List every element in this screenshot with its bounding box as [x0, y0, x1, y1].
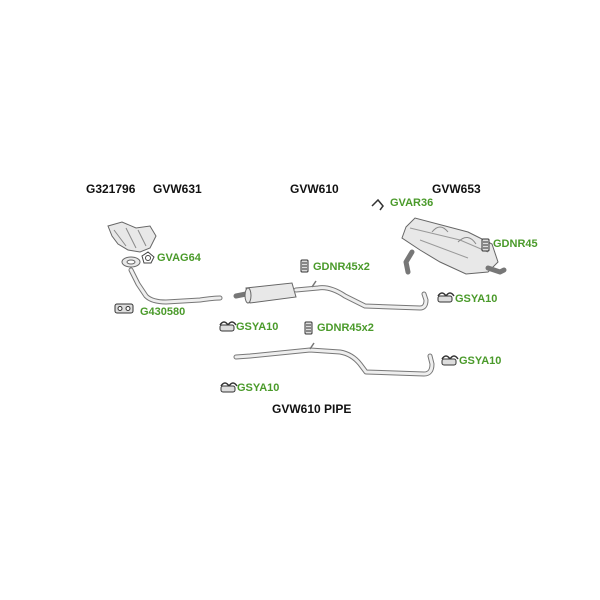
clamp-icon[interactable] [219, 321, 237, 332]
clamp-icon[interactable] [114, 303, 134, 314]
part-label-g321796[interactable]: G321796 [86, 182, 136, 196]
part-label-gvw653[interactable]: GVW653 [432, 182, 481, 196]
clamp-icon[interactable] [220, 382, 238, 393]
middle-silencer-drawing[interactable] [233, 280, 429, 311]
manifold-drawing[interactable] [107, 221, 157, 253]
accessory-label-gsya10[interactable]: GSYA10 [459, 355, 501, 367]
rear-silencer-drawing[interactable] [401, 217, 507, 275]
clamp-icon[interactable] [437, 292, 455, 303]
flange-ring [121, 256, 141, 268]
accessory-label-gsya10[interactable]: GSYA10 [455, 293, 497, 305]
hook-icon[interactable] [371, 198, 384, 211]
part-label-gvw631[interactable]: GVW631 [153, 182, 202, 196]
accessory-label-gdnr45x2[interactable]: GDNR45x2 [313, 261, 370, 273]
front-pipe-drawing[interactable] [128, 267, 223, 305]
rubber-mount-icon[interactable] [304, 321, 313, 335]
accessory-label-g430580[interactable]: G430580 [140, 306, 185, 318]
clamp-icon[interactable] [441, 355, 459, 366]
rubber-mount-icon[interactable] [481, 238, 490, 252]
gasket-icon[interactable] [141, 251, 155, 264]
rubber-mount-icon[interactable] [300, 259, 309, 273]
accessory-label-gvar36[interactable]: GVAR36 [390, 197, 433, 209]
accessory-label-gdnr45[interactable]: GDNR45 [493, 238, 538, 250]
part-label-gvw610[interactable]: GVW610 [290, 182, 339, 196]
accessory-label-gdnr45x2[interactable]: GDNR45x2 [317, 322, 374, 334]
accessory-label-gvag64[interactable]: GVAG64 [157, 252, 202, 264]
accessory-label-gsya10[interactable]: GSYA10 [236, 321, 278, 333]
middle-pipe-drawing[interactable] [233, 342, 435, 377]
part-label-gvw610-pipe[interactable]: GVW610 PIPE [272, 402, 351, 416]
accessory-label-gsya10[interactable]: GSYA10 [237, 382, 279, 394]
